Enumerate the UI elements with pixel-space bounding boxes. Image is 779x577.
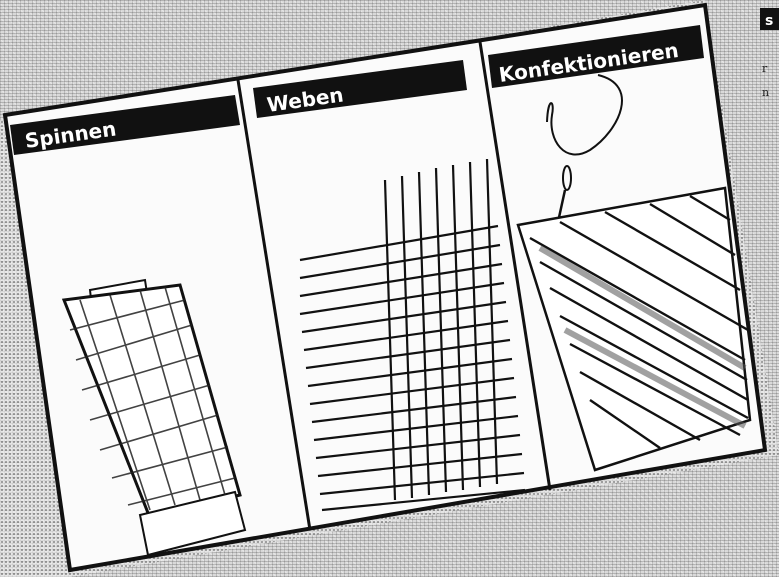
- edge-heading: s: [765, 13, 773, 29]
- panel-strip: Spinnen: [5, 5, 765, 570]
- edge-line-2: n: [762, 86, 769, 99]
- edge-fragment: s r n: [760, 8, 779, 99]
- edge-line-1: r: [762, 62, 768, 75]
